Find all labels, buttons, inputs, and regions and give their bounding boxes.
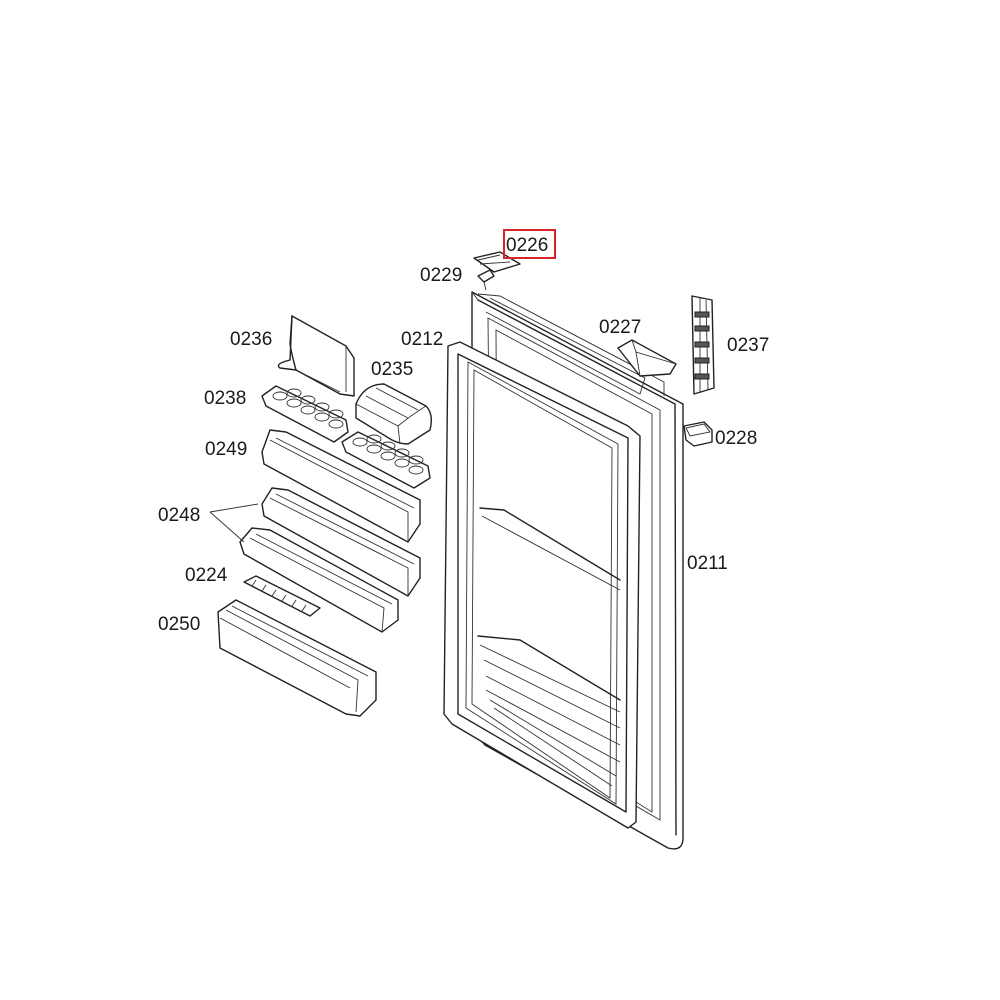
part-0250 <box>217 599 377 717</box>
label-0211: 0211 <box>687 553 728 574</box>
part-0235 <box>355 383 433 445</box>
part-egg-tray-lower <box>341 431 431 489</box>
part-0229 <box>477 269 495 291</box>
label-0229: 0229 <box>420 265 462 286</box>
door-inner-shelves <box>477 507 621 787</box>
leader-lines <box>209 503 259 543</box>
part-0226 <box>473 251 521 273</box>
label-0228: 0228 <box>715 428 757 449</box>
highlight-box-0226 <box>503 229 556 259</box>
label-0250: 0250 <box>158 614 200 635</box>
door-seal-0212 <box>443 341 641 829</box>
label-0249: 0249 <box>205 439 247 460</box>
part-0227 <box>617 339 677 377</box>
part-0224 <box>243 575 321 617</box>
label-0237: 0237 <box>727 335 769 356</box>
part-0248-shelf-a <box>261 487 421 597</box>
label-0224: 0224 <box>185 565 228 586</box>
part-0237 <box>691 295 715 395</box>
label-0236: 0236 <box>230 329 272 350</box>
part-0249 <box>261 429 421 543</box>
label-0238: 0238 <box>204 388 246 409</box>
part-0228 <box>683 421 713 447</box>
label-0227: 0227 <box>599 317 641 338</box>
part-0238-egg-tray-upper <box>261 385 349 443</box>
part-0236 <box>277 315 355 397</box>
part-0248-shelf-b <box>239 527 399 633</box>
label-0212: 0212 <box>401 329 443 350</box>
label-0235: 0235 <box>371 359 413 380</box>
label-0248: 0248 <box>158 505 200 526</box>
label-0226: 0226 <box>506 235 548 256</box>
